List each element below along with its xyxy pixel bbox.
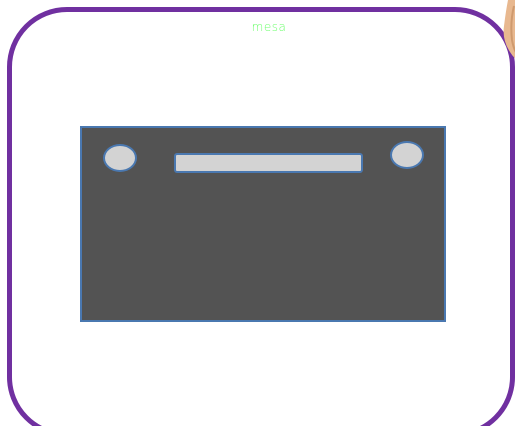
- left-seat[interactable]: [103, 144, 137, 172]
- table-label: mesa: [0, 20, 515, 34]
- center-bar[interactable]: [174, 153, 363, 173]
- right-seat[interactable]: [390, 141, 424, 169]
- table[interactable]: [80, 126, 446, 322]
- corner-decoration-icon: [498, 0, 515, 70]
